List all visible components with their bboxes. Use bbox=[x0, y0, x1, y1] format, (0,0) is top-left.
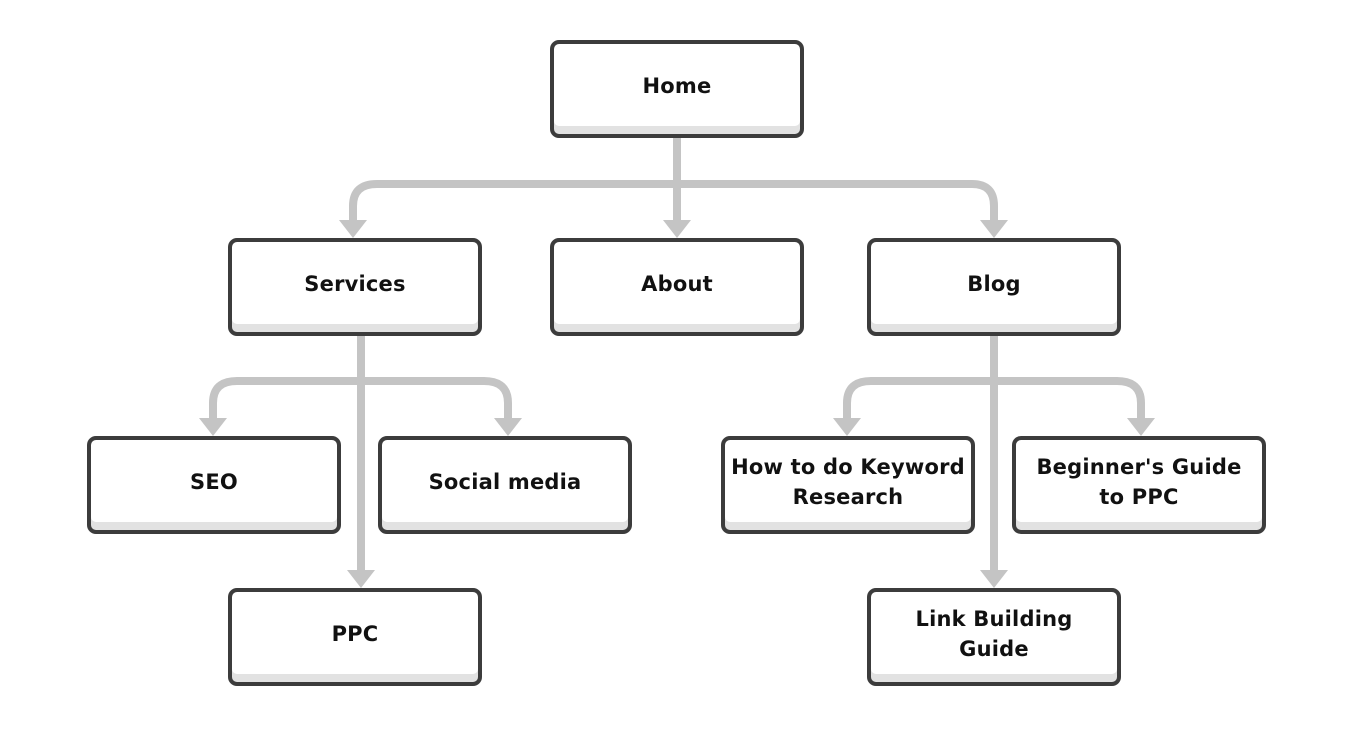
node-beginners-guide-ppc: Beginner's Guide to PPC bbox=[1012, 436, 1266, 534]
arrowhead-keyword-research bbox=[833, 418, 861, 436]
edge-services-social-media bbox=[361, 377, 512, 420]
node-keyword-research-label: How to do Keyword Research bbox=[731, 455, 965, 509]
arrowhead-social-media bbox=[494, 418, 522, 436]
arrowhead-ppc bbox=[347, 570, 375, 588]
edge-home-services bbox=[349, 180, 677, 222]
node-seo: SEO bbox=[87, 436, 341, 534]
arrowhead-about bbox=[663, 220, 691, 238]
node-social-media-label: Social media bbox=[428, 470, 582, 494]
arrowhead-beginners-guide bbox=[1127, 418, 1155, 436]
node-home: Home bbox=[550, 40, 804, 138]
node-blog: Blog bbox=[867, 238, 1121, 336]
node-beginners-guide-ppc-label: Beginner's Guide to PPC bbox=[1036, 455, 1242, 509]
node-seo-label: SEO bbox=[190, 470, 238, 494]
node-about: About bbox=[550, 238, 804, 336]
node-services-label: Services bbox=[304, 272, 406, 296]
node-blog-label: Blog bbox=[967, 272, 1021, 296]
node-keyword-research: How to do Keyword Research bbox=[721, 436, 975, 534]
node-home-label: Home bbox=[642, 74, 712, 98]
node-ppc: PPC bbox=[228, 588, 482, 686]
edge-home-blog bbox=[677, 180, 998, 222]
arrowhead-seo bbox=[199, 418, 227, 436]
edge-blog-keyword-research bbox=[843, 377, 994, 420]
arrowhead-blog bbox=[980, 220, 1008, 238]
edge-services-seo bbox=[209, 377, 361, 420]
arrowhead-link-building bbox=[980, 570, 1008, 588]
node-about-label: About bbox=[641, 272, 713, 296]
node-social-media: Social media bbox=[378, 436, 632, 534]
node-link-building: Link Building Guide bbox=[867, 588, 1121, 686]
node-services: Services bbox=[228, 238, 482, 336]
node-link-building-label: Link Building Guide bbox=[915, 607, 1073, 661]
edge-blog-beginners-guide bbox=[994, 377, 1145, 420]
arrowhead-services bbox=[339, 220, 367, 238]
node-ppc-label: PPC bbox=[331, 622, 379, 646]
